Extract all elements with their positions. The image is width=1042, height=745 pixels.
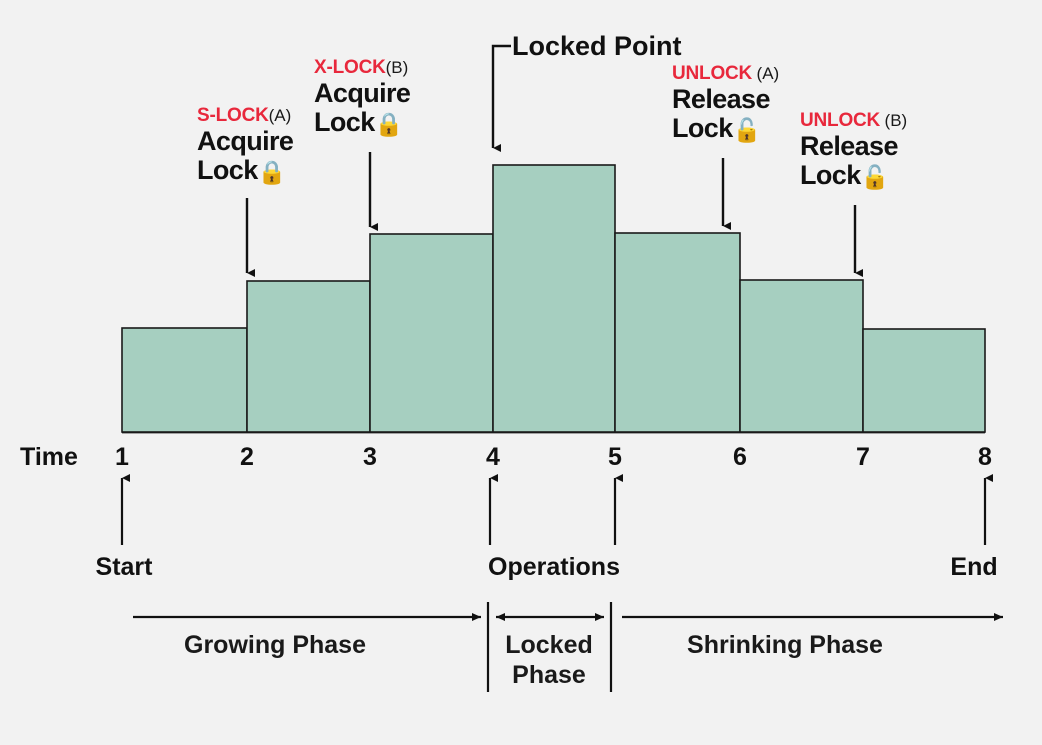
tick-label-6: 6 bbox=[733, 443, 747, 471]
tick-label-2: 2 bbox=[240, 443, 254, 471]
annotation-resource-label: (A) bbox=[756, 64, 780, 83]
tick-label-1: 1 bbox=[115, 443, 129, 471]
bar-t1-t2 bbox=[121, 327, 248, 433]
annotation-action-line2: Lock bbox=[314, 107, 375, 138]
annotation-action-line1: Release bbox=[672, 83, 770, 114]
time-axis-title: Time bbox=[20, 443, 78, 471]
annotation-arrows bbox=[245, 152, 863, 277]
annotation-resource-label: (A) bbox=[268, 106, 292, 125]
phase-separators bbox=[486, 602, 613, 692]
tick-label-7: 7 bbox=[856, 443, 870, 471]
bar-t6-t7 bbox=[739, 279, 864, 433]
bar-series bbox=[121, 164, 986, 433]
event-arrows bbox=[120, 474, 993, 545]
annotation-op-label: S-LOCK bbox=[197, 105, 269, 126]
annotation-action-line2: Lock bbox=[197, 155, 258, 186]
annotation-op-label: X-LOCK bbox=[314, 57, 386, 78]
tick-label-4: 4 bbox=[486, 443, 500, 471]
tick-label-5: 5 bbox=[608, 443, 622, 471]
annotation-resource-label: (B) bbox=[385, 58, 409, 77]
annotation-action-line1: Acquire bbox=[197, 125, 294, 156]
bar-t3-t4 bbox=[369, 233, 494, 433]
tick-label-8: 8 bbox=[978, 443, 992, 471]
phase-label-locked-line2: Phase bbox=[512, 660, 586, 689]
annotation-action-line1: Release bbox=[800, 130, 898, 161]
annotation-action-line2: Lock bbox=[800, 160, 861, 191]
bar-t5-t6 bbox=[614, 232, 741, 433]
event-label-start: Start bbox=[95, 553, 153, 581]
annotation-action-line2-wrap: Lock🔒 bbox=[197, 156, 293, 184]
event-label-operations: Operations bbox=[488, 553, 620, 581]
phase-label-growing: Growing Phase bbox=[184, 631, 366, 659]
bar-t7-t8 bbox=[862, 328, 986, 433]
annotation-op-label: UNLOCK bbox=[672, 63, 753, 84]
bar-t4-t5 bbox=[492, 164, 616, 433]
bar-t2-t3 bbox=[246, 280, 371, 433]
event-label-end: End bbox=[950, 553, 998, 581]
annotation-x-lock-b: X-LOCK(B) Acquire Lock🔒 bbox=[314, 57, 411, 137]
annotation-action-line2-wrap: Lock🔓 bbox=[672, 114, 779, 142]
annotation-action-line1: Acquire bbox=[314, 77, 411, 108]
open-padlock-icon: 🔓 bbox=[732, 117, 762, 144]
phase-label-shrinking: Shrinking Phase bbox=[687, 631, 883, 659]
annotation-resource-label: (B) bbox=[884, 111, 908, 130]
locked-point-connector bbox=[491, 44, 511, 152]
phase-label-locked: Locked Phase bbox=[505, 631, 593, 690]
annotation-op-label: UNLOCK bbox=[800, 110, 881, 131]
annotation-action-line2-wrap: Lock🔒 bbox=[314, 108, 410, 136]
open-padlock-icon: 🔓 bbox=[860, 164, 890, 191]
annotation-unlock-b: UNLOCK (B) Release Lock🔓 bbox=[800, 111, 907, 190]
phase-label-locked-line1: Locked bbox=[505, 631, 593, 659]
closed-padlock-icon: 🔒 bbox=[257, 159, 287, 186]
annotation-s-lock-a: S-LOCK(A) Acquire Lock🔒 bbox=[197, 105, 294, 185]
annotation-action-line2-wrap: Lock🔓 bbox=[800, 161, 907, 189]
tick-label-3: 3 bbox=[363, 443, 377, 471]
closed-padlock-icon: 🔒 bbox=[374, 111, 404, 138]
locked-point-label: Locked Point bbox=[512, 31, 682, 61]
annotation-action-line2: Lock bbox=[672, 113, 733, 144]
annotation-unlock-a: UNLOCK (A) Release Lock🔓 bbox=[672, 64, 779, 143]
